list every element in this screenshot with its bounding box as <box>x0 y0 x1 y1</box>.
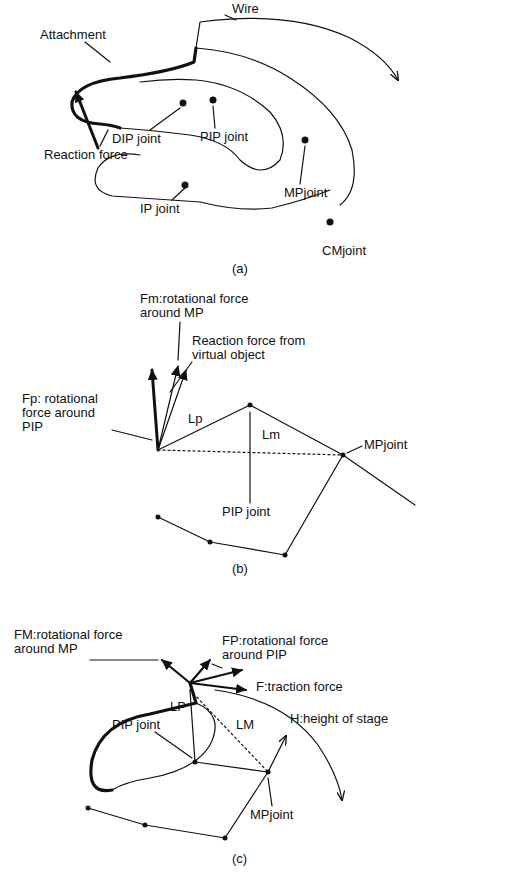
length-label: Lm <box>262 428 280 442</box>
joint-dot <box>208 540 213 545</box>
joint-dot <box>327 219 334 226</box>
force-label: F:traction force <box>256 680 343 694</box>
force-arrow <box>190 670 242 683</box>
reaction-force-arrow <box>152 370 158 450</box>
length-label: LM <box>236 718 254 732</box>
force-label: FM:rotational force around MP <box>14 628 142 656</box>
joint-label: MPjoint <box>250 808 293 822</box>
force-label: FP:rotational force around PIP <box>222 634 350 662</box>
leader-line <box>347 446 362 453</box>
joint-dot <box>182 182 189 189</box>
dimension-label: H:height of stage <box>290 712 388 726</box>
joint-dot <box>341 453 346 458</box>
force-arrow <box>158 370 186 450</box>
panel-letter: (c) <box>232 852 247 866</box>
leader-line <box>172 188 185 200</box>
leader-line <box>268 778 272 806</box>
finger-skeleton <box>343 455 415 505</box>
panel-letter: (b) <box>232 562 248 576</box>
leader-line <box>178 322 180 360</box>
joint-dot <box>86 806 91 811</box>
leader-line <box>150 108 180 130</box>
leader-line <box>170 362 192 392</box>
dotted-line <box>190 690 268 772</box>
finger-outline <box>112 703 215 790</box>
force-label: Fp: rotational force around PIP <box>22 392 114 434</box>
force-label: Fm:rotational force around MP <box>140 292 270 320</box>
leader-line <box>249 412 250 503</box>
joint-label: MPjoint <box>284 186 327 200</box>
thumb-outline <box>95 154 330 209</box>
joint-dot <box>248 403 253 408</box>
joint-label: CMjoint <box>322 244 366 258</box>
attachment <box>91 683 196 791</box>
force-label: Reaction force <box>44 148 128 162</box>
joint-dot <box>283 553 288 558</box>
joint-label: PIP joint <box>222 505 270 519</box>
thumb-skeleton <box>88 772 268 838</box>
joint-dot <box>143 823 148 828</box>
wire <box>196 18 398 80</box>
finger-skeleton <box>190 690 268 772</box>
reaction-force-arrow <box>76 92 98 148</box>
leader-line <box>100 130 108 146</box>
attachment <box>72 48 196 128</box>
leader-line <box>300 146 305 184</box>
panel-letter: (a) <box>232 262 248 276</box>
joint-dot <box>156 515 161 520</box>
leader-line <box>213 106 215 128</box>
length-label: Lp <box>188 412 202 426</box>
finger-outline <box>120 79 283 170</box>
force-arrow <box>158 366 178 450</box>
joint-label: MPjoint <box>364 438 407 452</box>
joint-dot <box>193 760 198 765</box>
joint-label: PIP joint <box>112 718 160 732</box>
joint-label: PIP joint <box>200 130 248 144</box>
finger-outline <box>196 48 354 205</box>
joint-dot <box>180 100 187 107</box>
joint-dot <box>223 836 228 841</box>
joint-label: IP joint <box>140 202 180 216</box>
leader-line <box>212 664 222 668</box>
part-label: Attachment <box>40 28 106 42</box>
leader-line <box>155 732 192 758</box>
joint-dot <box>266 770 271 775</box>
length-label: LP <box>170 700 186 714</box>
leader-line <box>90 659 158 660</box>
leader-line <box>112 430 152 440</box>
traction-force-arrow <box>190 683 246 690</box>
force-arrow <box>162 660 190 683</box>
leader-line <box>85 42 110 62</box>
wire-label: Wire <box>232 2 259 16</box>
force-label: Reaction force from virtual object <box>192 334 322 362</box>
joint-dot <box>302 137 309 144</box>
joint-dot <box>210 97 217 104</box>
wire <box>215 690 342 800</box>
joint-label: DIP joint <box>112 132 161 146</box>
height-arrow <box>268 736 286 772</box>
